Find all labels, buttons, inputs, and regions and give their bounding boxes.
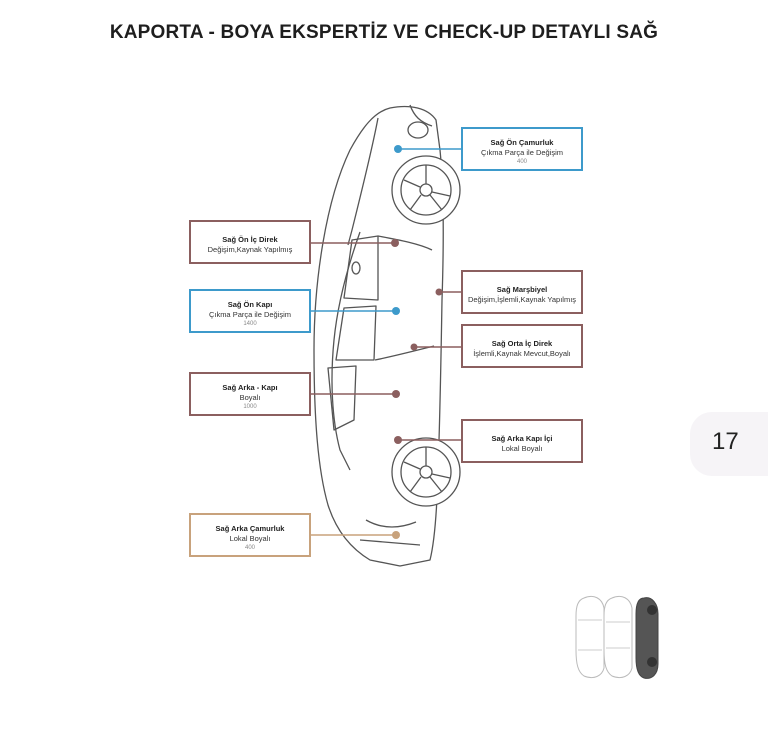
part-box-sag-on-camurluk: Sağ Ön Çamurluk Çıkma Parça ile Değişim … <box>461 127 583 171</box>
part-name: Sağ Arka Çamurluk <box>215 524 285 533</box>
car-top-view-thumbnail-icon <box>575 595 659 679</box>
page-title: KAPORTA - BOYA EKSPERTİZ VE CHECK-UP DET… <box>109 22 659 43</box>
part-box-sag-orta-ic-direk: Sağ Orta İç Direk İşlemli,Kaynak Mevcut,… <box>461 324 583 368</box>
part-cost: 1400 <box>243 321 257 328</box>
part-status: Değişim,Kaynak Yapılmış <box>207 245 293 255</box>
marker-dot <box>435 288 443 296</box>
marker-dot <box>410 343 418 351</box>
part-box-sag-arka-kapi: Sağ Arka - Kapı Boyalı 1000 <box>189 372 311 416</box>
part-name: Sağ Orta İç Direk <box>491 339 553 348</box>
page-number: 17 <box>712 428 739 455</box>
part-name: Sağ Ön Çamurluk <box>490 138 554 147</box>
part-box-sag-arka-kapi-ici: Sağ Arka Kapı İçi Lokal Boyalı <box>461 419 583 463</box>
marker-dot <box>394 145 402 153</box>
part-box-sag-on-kapi: Sağ Ön Kapı Çıkma Parça ile Değişim 1400 <box>189 289 311 333</box>
marker-dot <box>392 307 400 315</box>
marker-dot <box>391 239 399 247</box>
part-name: Sağ Ön İç Direk <box>222 235 278 244</box>
part-status: Değişim,İşlemli,Kaynak Yapılmış <box>467 295 577 305</box>
marker-dot <box>394 436 402 444</box>
part-status: Boyalı <box>239 393 261 403</box>
part-name: Sağ Marşbiyel <box>496 285 548 294</box>
part-box-sag-marsbiyel: Sağ Marşbiyel Değişim,İşlemli,Kaynak Yap… <box>461 270 583 314</box>
part-status: İşlemli,Kaynak Mevcut,Boyalı <box>473 349 571 359</box>
part-name: Sağ Arka - Kapı <box>222 383 278 392</box>
connector-lines <box>310 145 462 539</box>
car-outline-icon <box>313 104 461 567</box>
part-cost: 400 <box>244 545 255 552</box>
part-status: Lokal Boyalı <box>229 534 271 544</box>
marker-dot <box>392 531 400 539</box>
part-status: Lokal Boyalı <box>501 444 543 454</box>
part-box-sag-on-ic-direk: Sağ Ön İç Direk Değişim,Kaynak Yapılmış <box>189 220 311 264</box>
part-name: Sağ Arka Kapı İçi <box>491 434 553 443</box>
part-cost: 400 <box>516 159 527 166</box>
part-status: Çıkma Parça ile Değişim <box>480 148 564 158</box>
part-status: Çıkma Parça ile Değişim <box>208 310 292 320</box>
part-name: Sağ Ön Kapı <box>227 300 273 309</box>
part-cost: 1000 <box>243 404 257 411</box>
part-box-sag-arka-camurluk: Sağ Arka Çamurluk Lokal Boyalı 400 <box>189 513 311 557</box>
marker-dot <box>392 390 400 398</box>
page-number-badge <box>690 412 768 476</box>
